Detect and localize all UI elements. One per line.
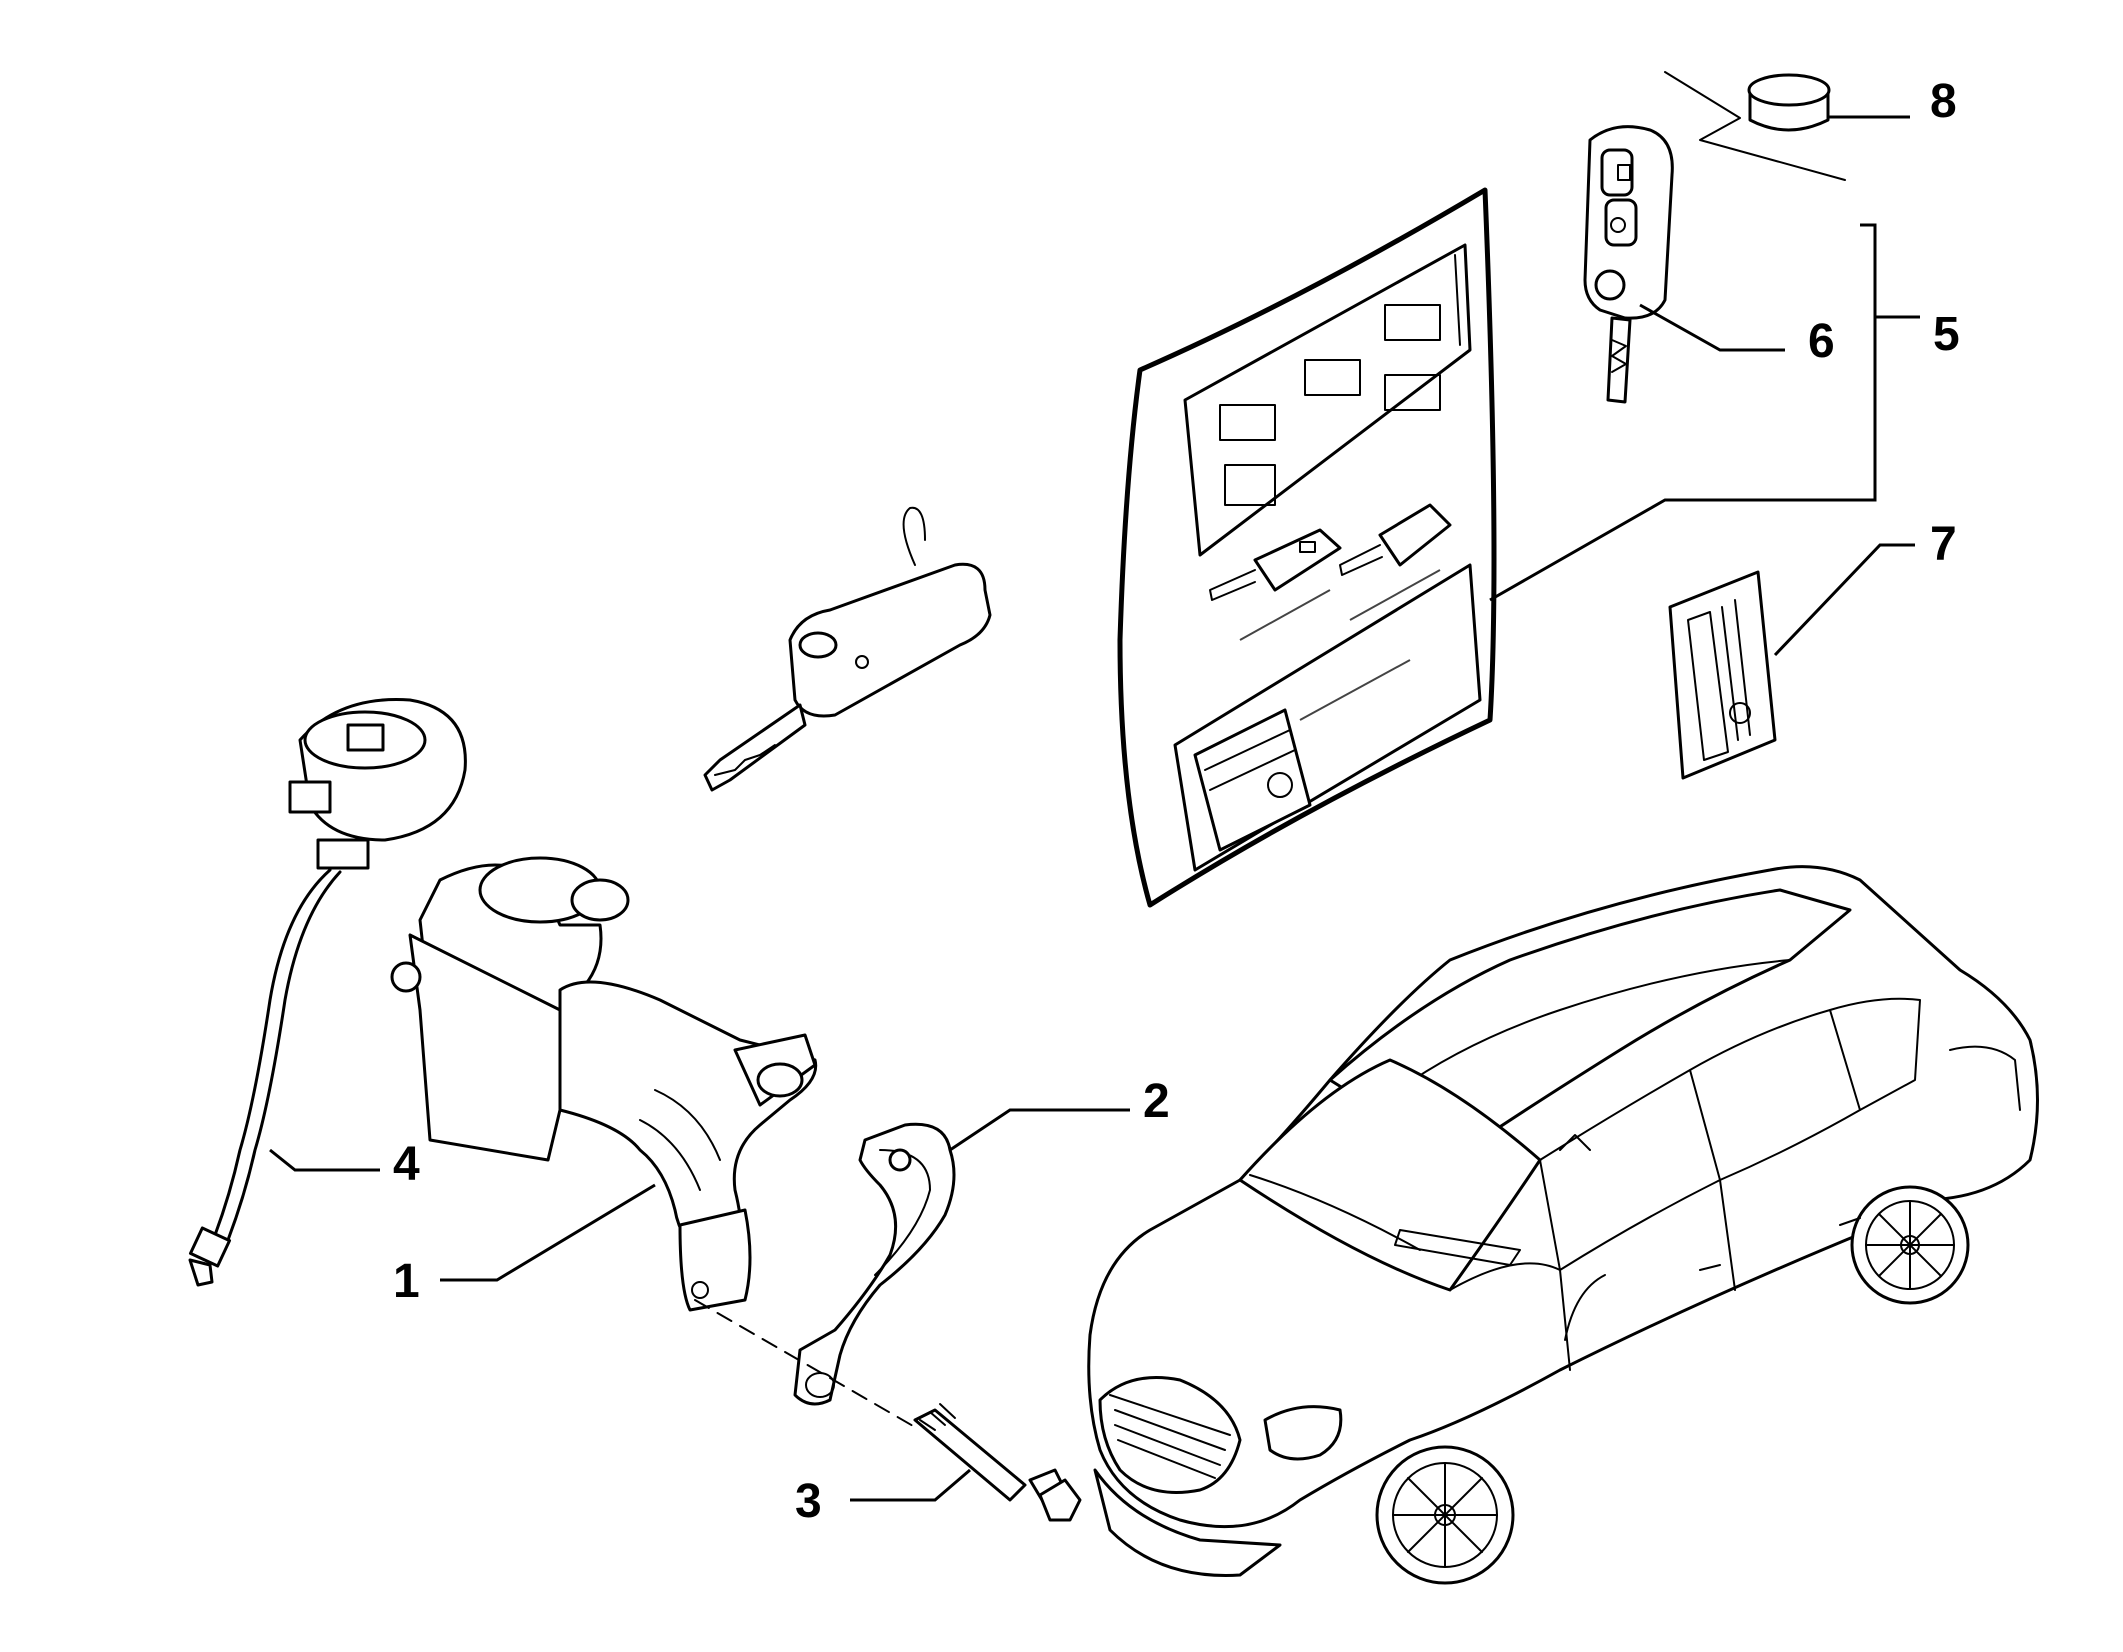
battery-break-line xyxy=(1664,71,1846,181)
key-battery xyxy=(1747,73,1831,132)
card-key-left xyxy=(1209,528,1342,601)
callout-8: 8 xyxy=(1930,75,1957,128)
vehicle-sedan xyxy=(1087,865,2039,1585)
leader-line-2 xyxy=(949,1108,1130,1152)
callout-6: 6 xyxy=(1808,315,1835,368)
leader-line-7 xyxy=(1773,543,1915,657)
callout-3: 3 xyxy=(795,1475,822,1528)
spare-flip-key xyxy=(703,506,992,792)
card-code-card xyxy=(1193,708,1312,852)
callout-2: 2 xyxy=(1143,1075,1170,1128)
code-card xyxy=(1668,570,1777,780)
leader-line-5 xyxy=(1489,223,1877,602)
lock-cover-bracket xyxy=(793,1122,956,1406)
callout-7: 7 xyxy=(1930,518,1957,571)
callout-4: 4 xyxy=(393,1138,420,1191)
leader-line-6 xyxy=(1639,303,1785,352)
card-key-right xyxy=(1339,503,1452,576)
leader-line-3 xyxy=(850,1468,971,1502)
callout-5: 5 xyxy=(1933,308,1960,361)
leader-line-1 xyxy=(440,1183,656,1282)
shear-bolt xyxy=(913,1403,1082,1522)
callout-1: 1 xyxy=(393,1255,420,1308)
ignition-lock-housing xyxy=(390,856,818,1312)
leader-line-4 xyxy=(269,1148,380,1172)
key-set-card xyxy=(1117,187,1497,908)
flip-key xyxy=(1583,125,1674,404)
immobiliser-antenna xyxy=(188,698,467,1287)
bolt-axis-line xyxy=(694,1299,921,1431)
